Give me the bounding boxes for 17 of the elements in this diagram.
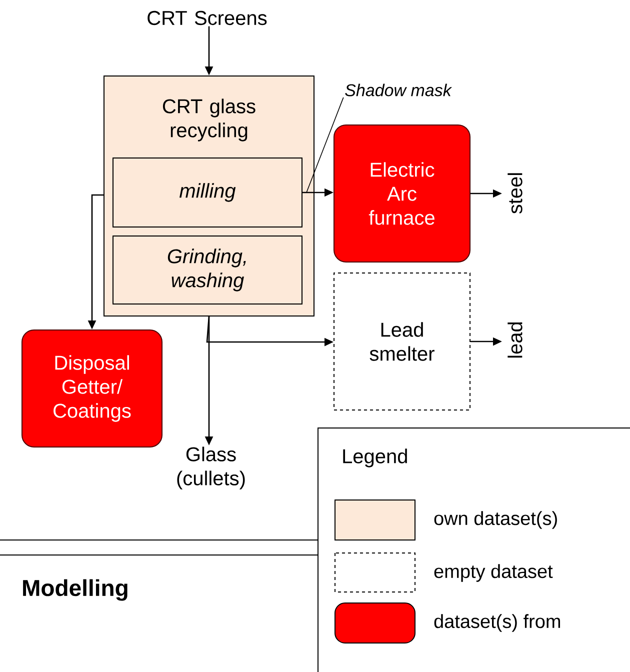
process-box: Electric Arc furnace <box>334 124 470 262</box>
legend-text: own dataset(s) <box>434 511 557 529</box>
legend-heading: Legend <box>343 448 407 468</box>
output-text: steel <box>508 173 522 214</box>
leader-line <box>306 97 344 193</box>
flow-text: Glass (cullets) <box>177 446 245 490</box>
legend-text: dataset(s) from <box>434 614 560 632</box>
empty-process-box: Lead smelter <box>334 272 470 410</box>
output-text: lead <box>508 322 522 358</box>
legend-text: empty dataset <box>434 564 553 582</box>
flow-text: CRT Screens <box>148 10 267 26</box>
callout-text: Shadow mask <box>345 84 452 96</box>
box-heading: CRT glass recycling <box>162 98 256 142</box>
process-box: milling <box>112 158 302 228</box>
process-box: Grinding, washing <box>112 236 302 304</box>
process-box: Disposal Getter/ Coatings <box>22 330 162 448</box>
title: Modelling <box>23 579 128 601</box>
